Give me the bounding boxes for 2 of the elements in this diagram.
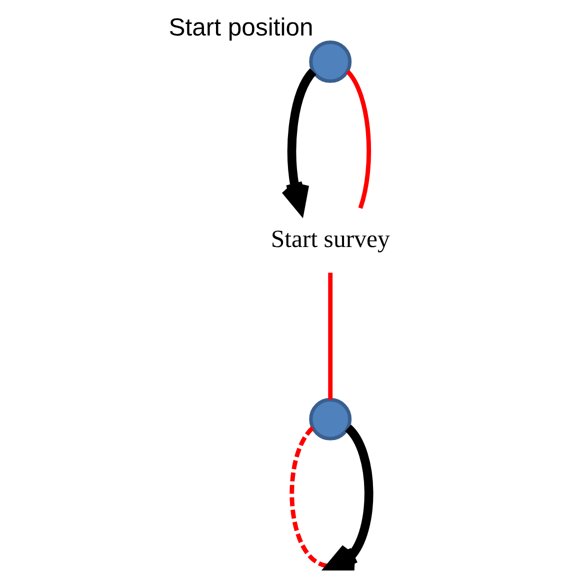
node-label: Start position [168, 14, 313, 42]
node-text: Start survey [270, 226, 390, 253]
